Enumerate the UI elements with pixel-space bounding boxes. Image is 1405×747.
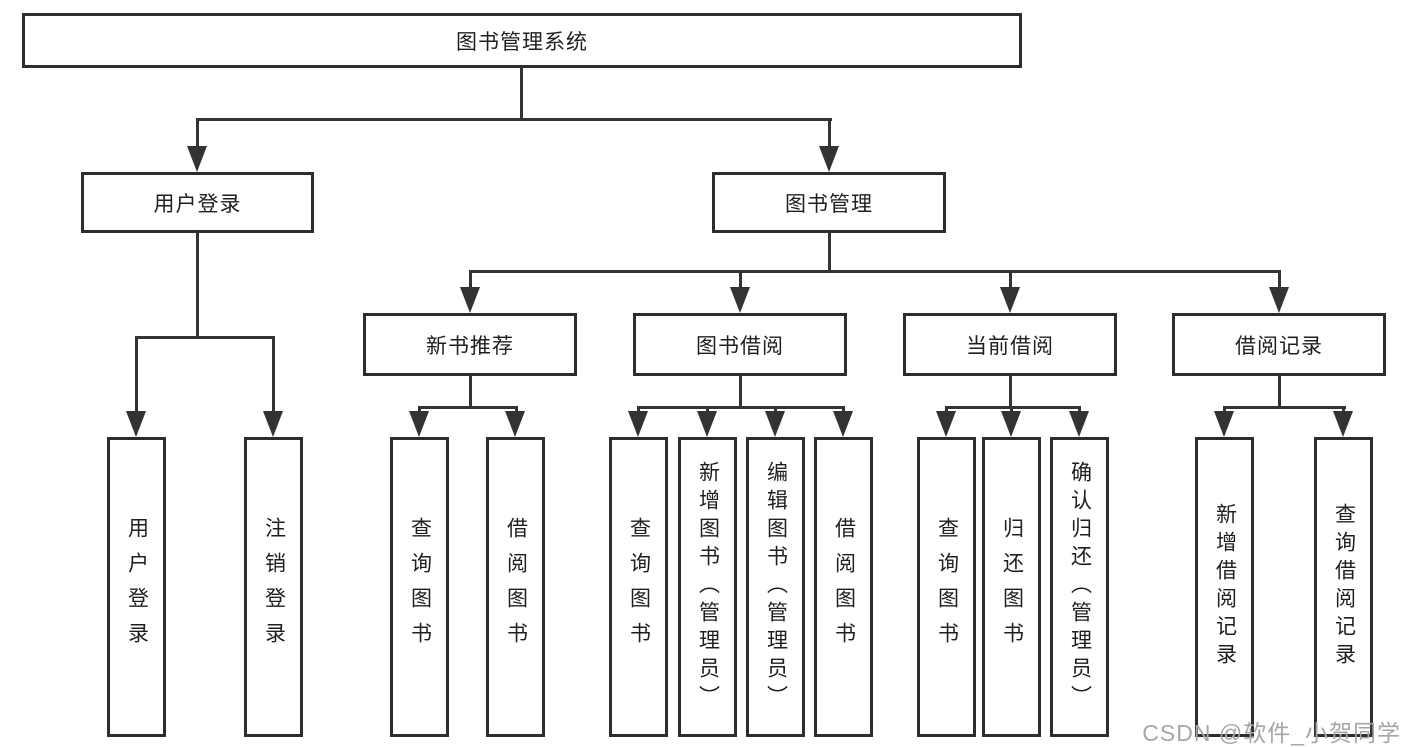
connector-line [515,406,518,415]
leaf-add-books-admin: 新增图书（管理员） [678,437,737,737]
connector-line [1078,406,1081,415]
leaf-return-books: 归还图书 [982,437,1041,737]
leaf-add-books-admin-label: 新增图书（管理员） [696,461,720,713]
node-book-borrowing: 图书借阅 [633,313,847,376]
connector-line [272,336,275,414]
leaf-confirm-return-admin: 确认归还（管理员） [1050,437,1109,737]
arrowhead-down-icon [460,287,480,313]
connector-line [1278,374,1281,409]
arrowhead-down-icon [263,411,283,437]
leaf-query-books-recommend: 查询图书 [390,437,449,737]
leaf-query-books-borrow-label: 查询图书 [627,517,651,657]
arrowhead-down-icon [505,411,525,437]
connector-line [469,270,472,290]
node-new-book-recommendation: 新书推荐 [363,313,577,376]
arrowhead-down-icon [936,411,956,437]
connector-line [1342,406,1345,415]
connector-line [418,406,518,409]
connector-line [828,230,831,273]
connector-line [842,406,845,415]
leaf-confirm-return-admin-label: 确认归还（管理员） [1068,461,1092,713]
leaf-borrow-books: 借阅图书 [814,437,873,737]
connector-line [196,118,199,150]
connector-line [1009,374,1012,409]
leaf-query-books-current-label: 查询图书 [935,517,959,657]
leaf-query-borrow-record: 查询借阅记录 [1314,437,1373,737]
connector-line [135,336,138,414]
leaf-query-borrow-record-label: 查询借阅记录 [1332,503,1356,671]
connector-line [469,270,1281,273]
leaf-borrow-books-label: 借阅图书 [832,517,856,657]
leaf-logout-label: 注销登录 [262,517,286,657]
connector-line [1223,406,1346,409]
leaf-add-borrow-record: 新增借阅记录 [1195,437,1254,737]
arrowhead-down-icon [628,411,648,437]
arrowhead-down-icon [819,146,839,172]
leaf-logout: 注销登录 [244,437,303,737]
arrowhead-down-icon [1001,411,1021,437]
connector-line [774,406,777,415]
node-root: 图书管理系统 [22,13,1022,68]
csdn-watermark: CSDN @软件_小贺同学 [1142,720,1401,746]
leaf-edit-books-admin: 编辑图书（管理员） [746,437,805,737]
node-user-login: 用户登录 [81,172,314,233]
leaf-query-books-recommend-label: 查询图书 [408,517,432,657]
arrowhead-down-icon [1214,411,1234,437]
arrowhead-down-icon [1069,411,1089,437]
connector-line [1223,406,1226,415]
connector-line [1278,270,1281,290]
leaf-add-borrow-record-label: 新增借阅记录 [1213,503,1237,671]
arrowhead-down-icon [765,411,785,437]
leaf-borrow-books-recommend: 借阅图书 [486,437,545,737]
leaf-user-login: 用户登录 [107,437,166,737]
arrowhead-down-icon [187,146,207,172]
connector-line [739,270,742,290]
arrowhead-down-icon [730,287,750,313]
connector-line [196,230,199,338]
arrowhead-down-icon [697,411,717,437]
leaf-borrow-books-recommend-label: 借阅图书 [504,517,528,657]
leaf-query-books-current: 查询图书 [917,437,976,737]
connector-line [469,374,472,409]
connector-line [706,406,709,415]
node-book-management: 图书管理 [712,172,946,233]
node-borrowing-records: 借阅记录 [1172,313,1386,376]
connector-line [196,118,832,121]
arrowhead-down-icon [833,411,853,437]
arrowhead-down-icon [1000,287,1020,313]
connector-line [1009,270,1012,290]
connector-line [520,66,523,120]
node-current-borrowing: 当前借阅 [903,313,1117,376]
leaf-edit-books-admin-label: 编辑图书（管理员） [764,461,788,713]
leaf-user-login-label: 用户登录 [125,517,149,657]
connector-line [739,374,742,409]
connector-line [637,406,640,415]
connector-line [637,406,845,409]
arrowhead-down-icon [126,411,146,437]
connector-line [945,406,1081,409]
leaf-query-books-borrow: 查询图书 [609,437,668,737]
connector-line [1010,406,1013,415]
arrowhead-down-icon [1269,287,1289,313]
connector-line [418,406,421,415]
connector-line [828,118,831,150]
arrowhead-down-icon [409,411,429,437]
connector-line [945,406,948,415]
connector-line [135,336,275,339]
leaf-return-books-label: 归还图书 [1000,517,1024,657]
arrowhead-down-icon [1333,411,1353,437]
